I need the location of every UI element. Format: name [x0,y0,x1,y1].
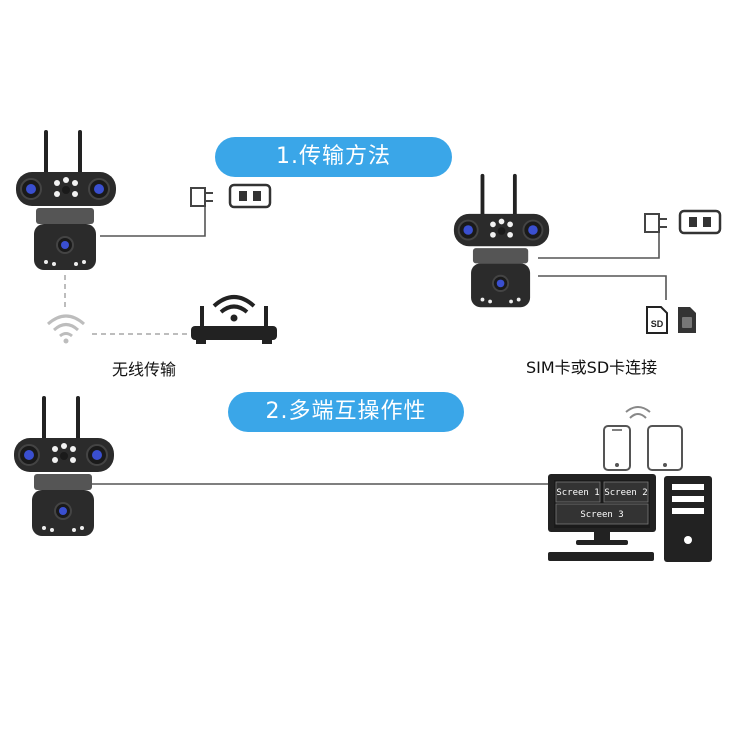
screen-1-label: Screen 1 [556,488,599,498]
pc-tower-icon [664,476,712,562]
caption-sim-sd-connection: SIM卡或SD卡连接 [526,358,658,377]
sim-card-icon [678,307,696,333]
phone-icon [603,425,631,471]
caption-wireless-transmission: 无线传输 [112,360,177,379]
camera-icon [14,396,114,536]
cable-camera2-power [538,230,660,259]
tablet-icon [647,425,683,471]
screen-3-label: Screen 3 [580,510,623,520]
camera-icon [453,173,550,308]
power-adapter-icon [190,183,272,209]
computer-monitor-icon: Screen 1 Screen 2 Screen 3 [548,474,656,561]
signal-icon [625,406,651,419]
cable-camera1-power [100,207,206,237]
power-adapter-icon [644,209,722,235]
computer-icon: Screen 1 Screen 2 Screen 3 [548,474,712,562]
section-title-interoperability: 2.多端互操作性 [228,392,464,432]
mobile-devices [603,406,683,471]
screen-2-label: Screen 2 [604,488,647,498]
sd-card-icon: SD [646,306,668,334]
sd-card-label: SD [651,319,664,329]
camera-icon [16,130,116,270]
router-icon [191,295,277,344]
cable-camera2-sd [538,275,667,300]
wifi-icon [47,314,85,344]
section-title-transmission: 1.传输方法 [215,137,452,177]
